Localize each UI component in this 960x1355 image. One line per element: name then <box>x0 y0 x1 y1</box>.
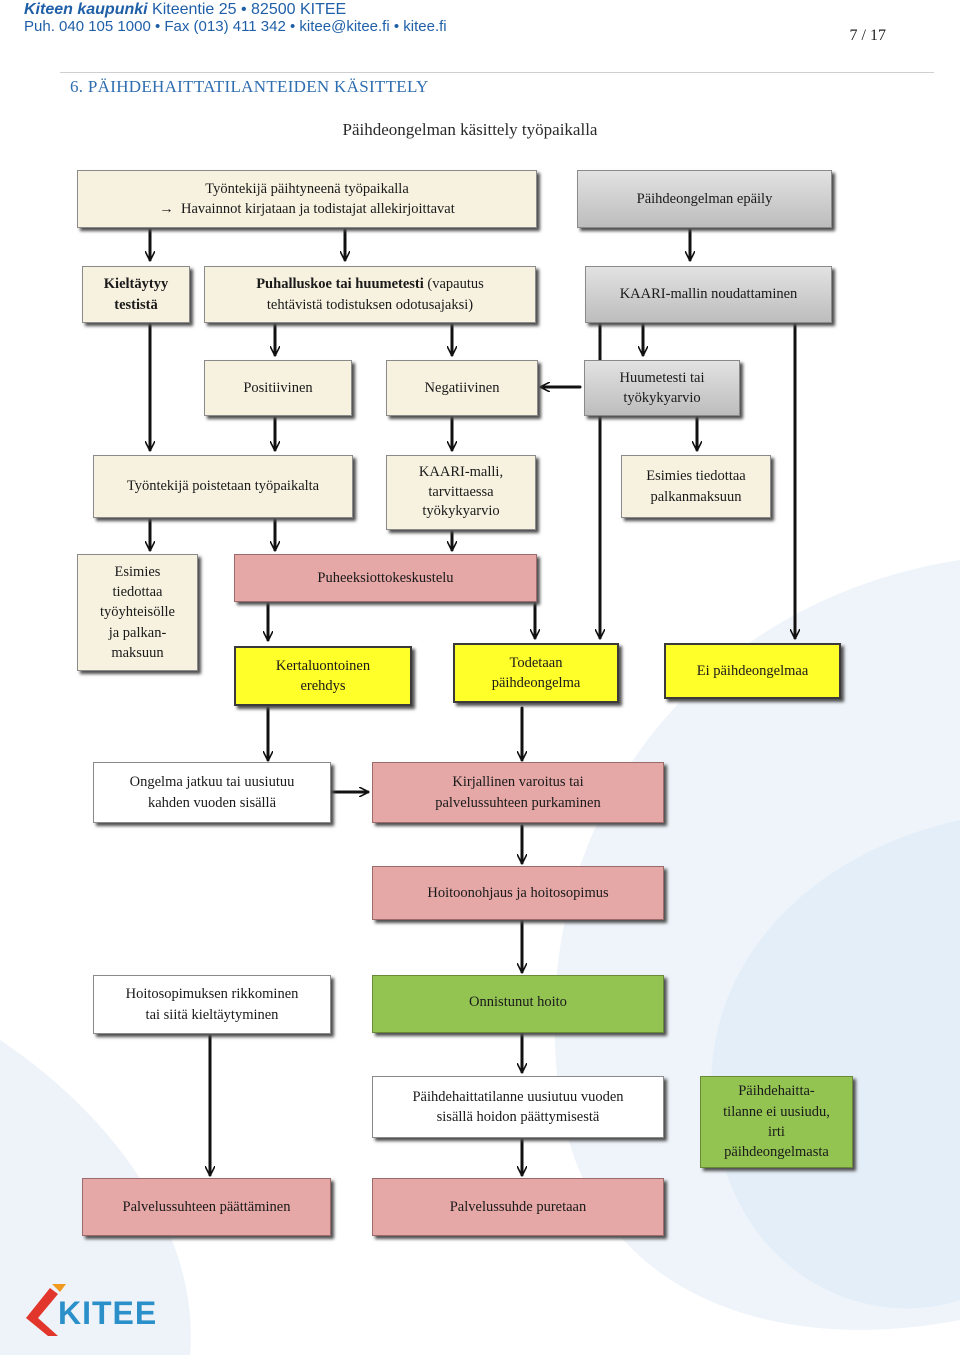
observation-line-2-text: Havainnot kirjataan ja todistajat alleki… <box>180 201 455 217</box>
one-time-mistake-line-1: Kertaluontoinen <box>275 657 371 674</box>
refuses-test-line-1: Kieltäytyy <box>103 276 169 293</box>
kaari-compliance-box: KAARI-mallin noudattaminen <box>585 266 832 323</box>
recurs-within-year-box: Päihdehaittatilanne uusiutuu vuoden sisä… <box>372 1076 664 1138</box>
supervisor-notice-line-1: Esimies <box>114 563 161 580</box>
arrow-right-icon: → <box>159 201 174 217</box>
section-title: 6. PÄIHDEHAITTATILANTEIDEN KÄSITTELY <box>70 77 429 96</box>
negative-text: Negatiivinen <box>424 379 500 396</box>
removed-from-work-text: Työntekijä poistetaan työpaikalta <box>126 478 320 495</box>
written-warning-line-2: palvelussuhteen purkaminen <box>435 794 601 811</box>
successful-treatment-box: Onnistunut hoito <box>372 975 664 1033</box>
footer-logo-text: KITEE <box>58 1295 158 1331</box>
written-warning-line-1: Kirjallinen varoitus tai <box>452 774 584 791</box>
observation-box: Työntekijä päihtyneenä työpaikalla → Hav… <box>77 170 537 228</box>
no-recurrence-line-3: irti <box>768 1124 785 1140</box>
brand-name: Kiteen kaupunki <box>24 1 148 18</box>
letterhead-contact: Puh. 040 105 1000 • Fax (013) 411 342 • … <box>24 18 447 35</box>
refuses-test-line-2: testistä <box>114 296 158 313</box>
agreement-breach-line-1: Hoitosopimuksen rikkominen <box>125 986 299 1003</box>
page-number: 7 / 17 <box>849 27 886 44</box>
no-recurrence-line-4: päihdeongelmasta <box>724 1144 829 1161</box>
test-line-1-rest: (vapautus <box>423 276 484 293</box>
written-warning-box: Kirjallinen varoitus tai palvelussuhteen… <box>372 762 664 823</box>
refuses-test-box: Kieltäytyy testistä <box>82 266 190 323</box>
discussion-text: Puheeksiottokeskustelu <box>317 569 454 586</box>
payroll-notice-line-1: Esimies tiedottaa <box>646 468 746 485</box>
employment-dissolved-text: Palvelussuhde puretaan <box>449 1198 587 1215</box>
no-problem-box: Ei päihdeongelmaa <box>664 643 841 699</box>
drug-test-line-1: Huumetesti tai <box>619 369 705 386</box>
negative-box: Negatiivinen <box>386 360 538 416</box>
problem-confirmed-box: Todetaan päihdeongelma <box>453 643 619 703</box>
supervisor-notice-box: Esimies tiedottaa työyhteisölle ja palka… <box>77 554 198 671</box>
test-box: Puhalluskoe tai huumetesti (vapautus teh… <box>204 266 536 323</box>
test-line-1: Puhalluskoe tai huumetesti (vapautus <box>256 274 484 294</box>
agreement-breach-line-2: tai siitä kieltäytyminen <box>145 1006 279 1023</box>
discussion-box: Puheeksiottokeskustelu <box>234 554 537 602</box>
problem-confirmed-line-2: päihdeongelma <box>491 675 581 691</box>
supervisor-notice-line-5: maksuun <box>111 644 164 661</box>
no-problem-text: Ei päihdeongelmaa <box>696 662 809 679</box>
kaari-model-line-1: KAARI-malli, <box>418 464 504 481</box>
kitee-logo-icon <box>26 1284 66 1336</box>
problem-confirmed-line-1: Todetaan <box>509 654 563 671</box>
employment-dissolved-box: Palvelussuhde puretaan <box>372 1178 664 1236</box>
no-recurrence-box: Päihdehaitta- tilanne ei uusiudu, irti p… <box>700 1076 853 1168</box>
problem-recurs-box: Ongelma jatkuu tai uusiutuu kahden vuode… <box>93 762 331 823</box>
removed-from-work-box: Työntekijä poistetaan työpaikalta <box>93 455 353 518</box>
kaari-compliance-text: KAARI-mallin noudattaminen <box>619 286 798 303</box>
observation-line-1: Työntekijä päihtyneenä työpaikalla <box>205 180 409 197</box>
positive-box: Positiivinen <box>204 360 352 416</box>
successful-treatment-text: Onnistunut hoito <box>469 994 567 1010</box>
treatment-referral-text: Hoitoonohjaus ja hoitosopimus <box>427 884 609 901</box>
positive-text: Positiivinen <box>243 379 313 396</box>
header-divider <box>60 72 934 73</box>
letterhead-brand: Kiteen kaupunki Kiteentie 25 • 82500 KIT… <box>24 1 346 19</box>
payroll-notice-line-2: palkanmaksuun <box>650 488 742 505</box>
recurs-within-year-line-2: sisällä hoidon päättymisestä <box>436 1109 600 1125</box>
problem-recurs-line-2: kahden vuoden sisällä <box>147 794 277 811</box>
problem-recurs-line-1: Ongelma jatkuu tai uusiutuu <box>129 774 295 791</box>
diagram-title: Päihdeongelman käsittely työpaikalla <box>342 120 598 139</box>
supervisor-notice-line-3: työyhteisölle <box>100 604 175 621</box>
employment-termination-box: Palvelussuhteen päättäminen <box>82 1178 331 1236</box>
observation-line-2: → Havainnot kirjataan ja todistajat alle… <box>159 199 455 219</box>
no-recurrence-line-1: Päihdehaitta- <box>738 1083 815 1100</box>
treatment-referral-box: Hoitoonohjaus ja hoitosopimus <box>372 866 664 920</box>
one-time-mistake-line-2: erehdys <box>300 678 346 694</box>
employment-termination-text: Palvelussuhteen päättäminen <box>122 1198 291 1215</box>
payroll-notice-box: Esimies tiedottaa palkanmaksuun <box>621 455 771 518</box>
drug-test-line-2: työkykyarvio <box>623 390 701 406</box>
drug-test-box: Huumetesti tai työkykyarvio <box>584 360 740 416</box>
suspicion-box: Päihdeongelman epäily <box>577 170 832 228</box>
kaari-model-line-2: tarvittaessa <box>428 483 494 500</box>
supervisor-notice-line-2: tiedottaa <box>112 584 163 601</box>
test-line-1-bold: Puhalluskoe tai huumetesti <box>256 276 424 293</box>
brand-address: Kiteentie 25 • 82500 KITEE <box>152 1 347 18</box>
suspicion-text: Päihdeongelman epäily <box>636 190 773 207</box>
agreement-breach-box: Hoitosopimuksen rikkominen tai siitä kie… <box>93 975 331 1034</box>
no-recurrence-line-2: tilanne ei uusiudu, <box>723 1103 830 1120</box>
kaari-model-line-3: työkykyarvio <box>422 503 500 520</box>
test-line-2: tehtävistä todistuksen odotusajaksi) <box>266 296 474 313</box>
supervisor-notice-line-4: ja palkan- <box>108 624 167 641</box>
one-time-mistake-box: Kertaluontoinen erehdys <box>234 646 412 706</box>
kaari-model-box: KAARI-malli, tarvittaessa työkykyarvio <box>386 455 536 530</box>
recurs-within-year-line-1: Päihdehaittatilanne uusiutuu vuoden <box>412 1088 624 1105</box>
